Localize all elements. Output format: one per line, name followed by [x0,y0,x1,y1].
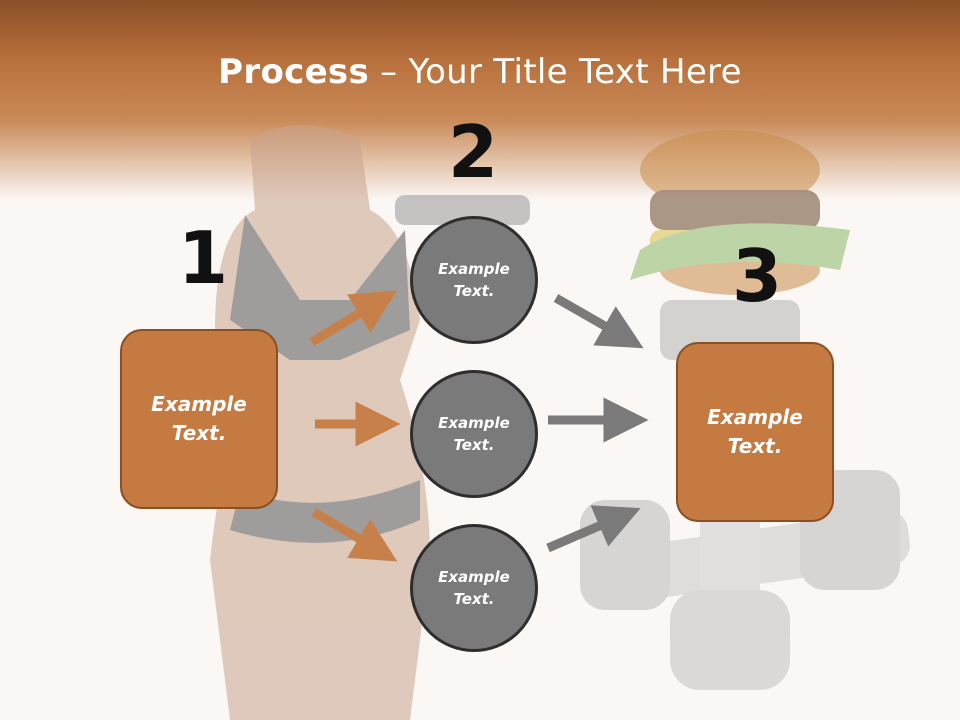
step-number-1: 1 [178,216,229,300]
step-box-1-label: Example Text. [151,392,247,445]
step-circle-2-label: Example Text. [438,413,510,455]
step-box-1: Example Text. [120,329,278,509]
step-box-3-label: Example Text. [707,405,803,458]
arrow-box1-to-circle1 [309,290,398,346]
arrow-box1-to-circle3 [311,508,398,562]
step-number-2: 2 [448,110,499,194]
title-rest: – Your Title Text Here [369,52,742,92]
step-circle-2: Example Text. [410,370,538,498]
title-bold: Process [218,52,370,92]
arrow-circle3-to-box3 [546,505,641,553]
step-number-3: 3 [732,234,783,318]
step-box-3: Example Text. [676,342,834,522]
page-title: Process – Your Title Text Here [0,52,960,92]
step-circle-1-label: Example Text. [438,259,510,301]
step-circle-3-label: Example Text. [438,567,510,609]
arrow-circle1-to-box3 [553,294,644,349]
step-circle-3: Example Text. [410,524,538,652]
step-circle-1: Example Text. [410,216,538,344]
